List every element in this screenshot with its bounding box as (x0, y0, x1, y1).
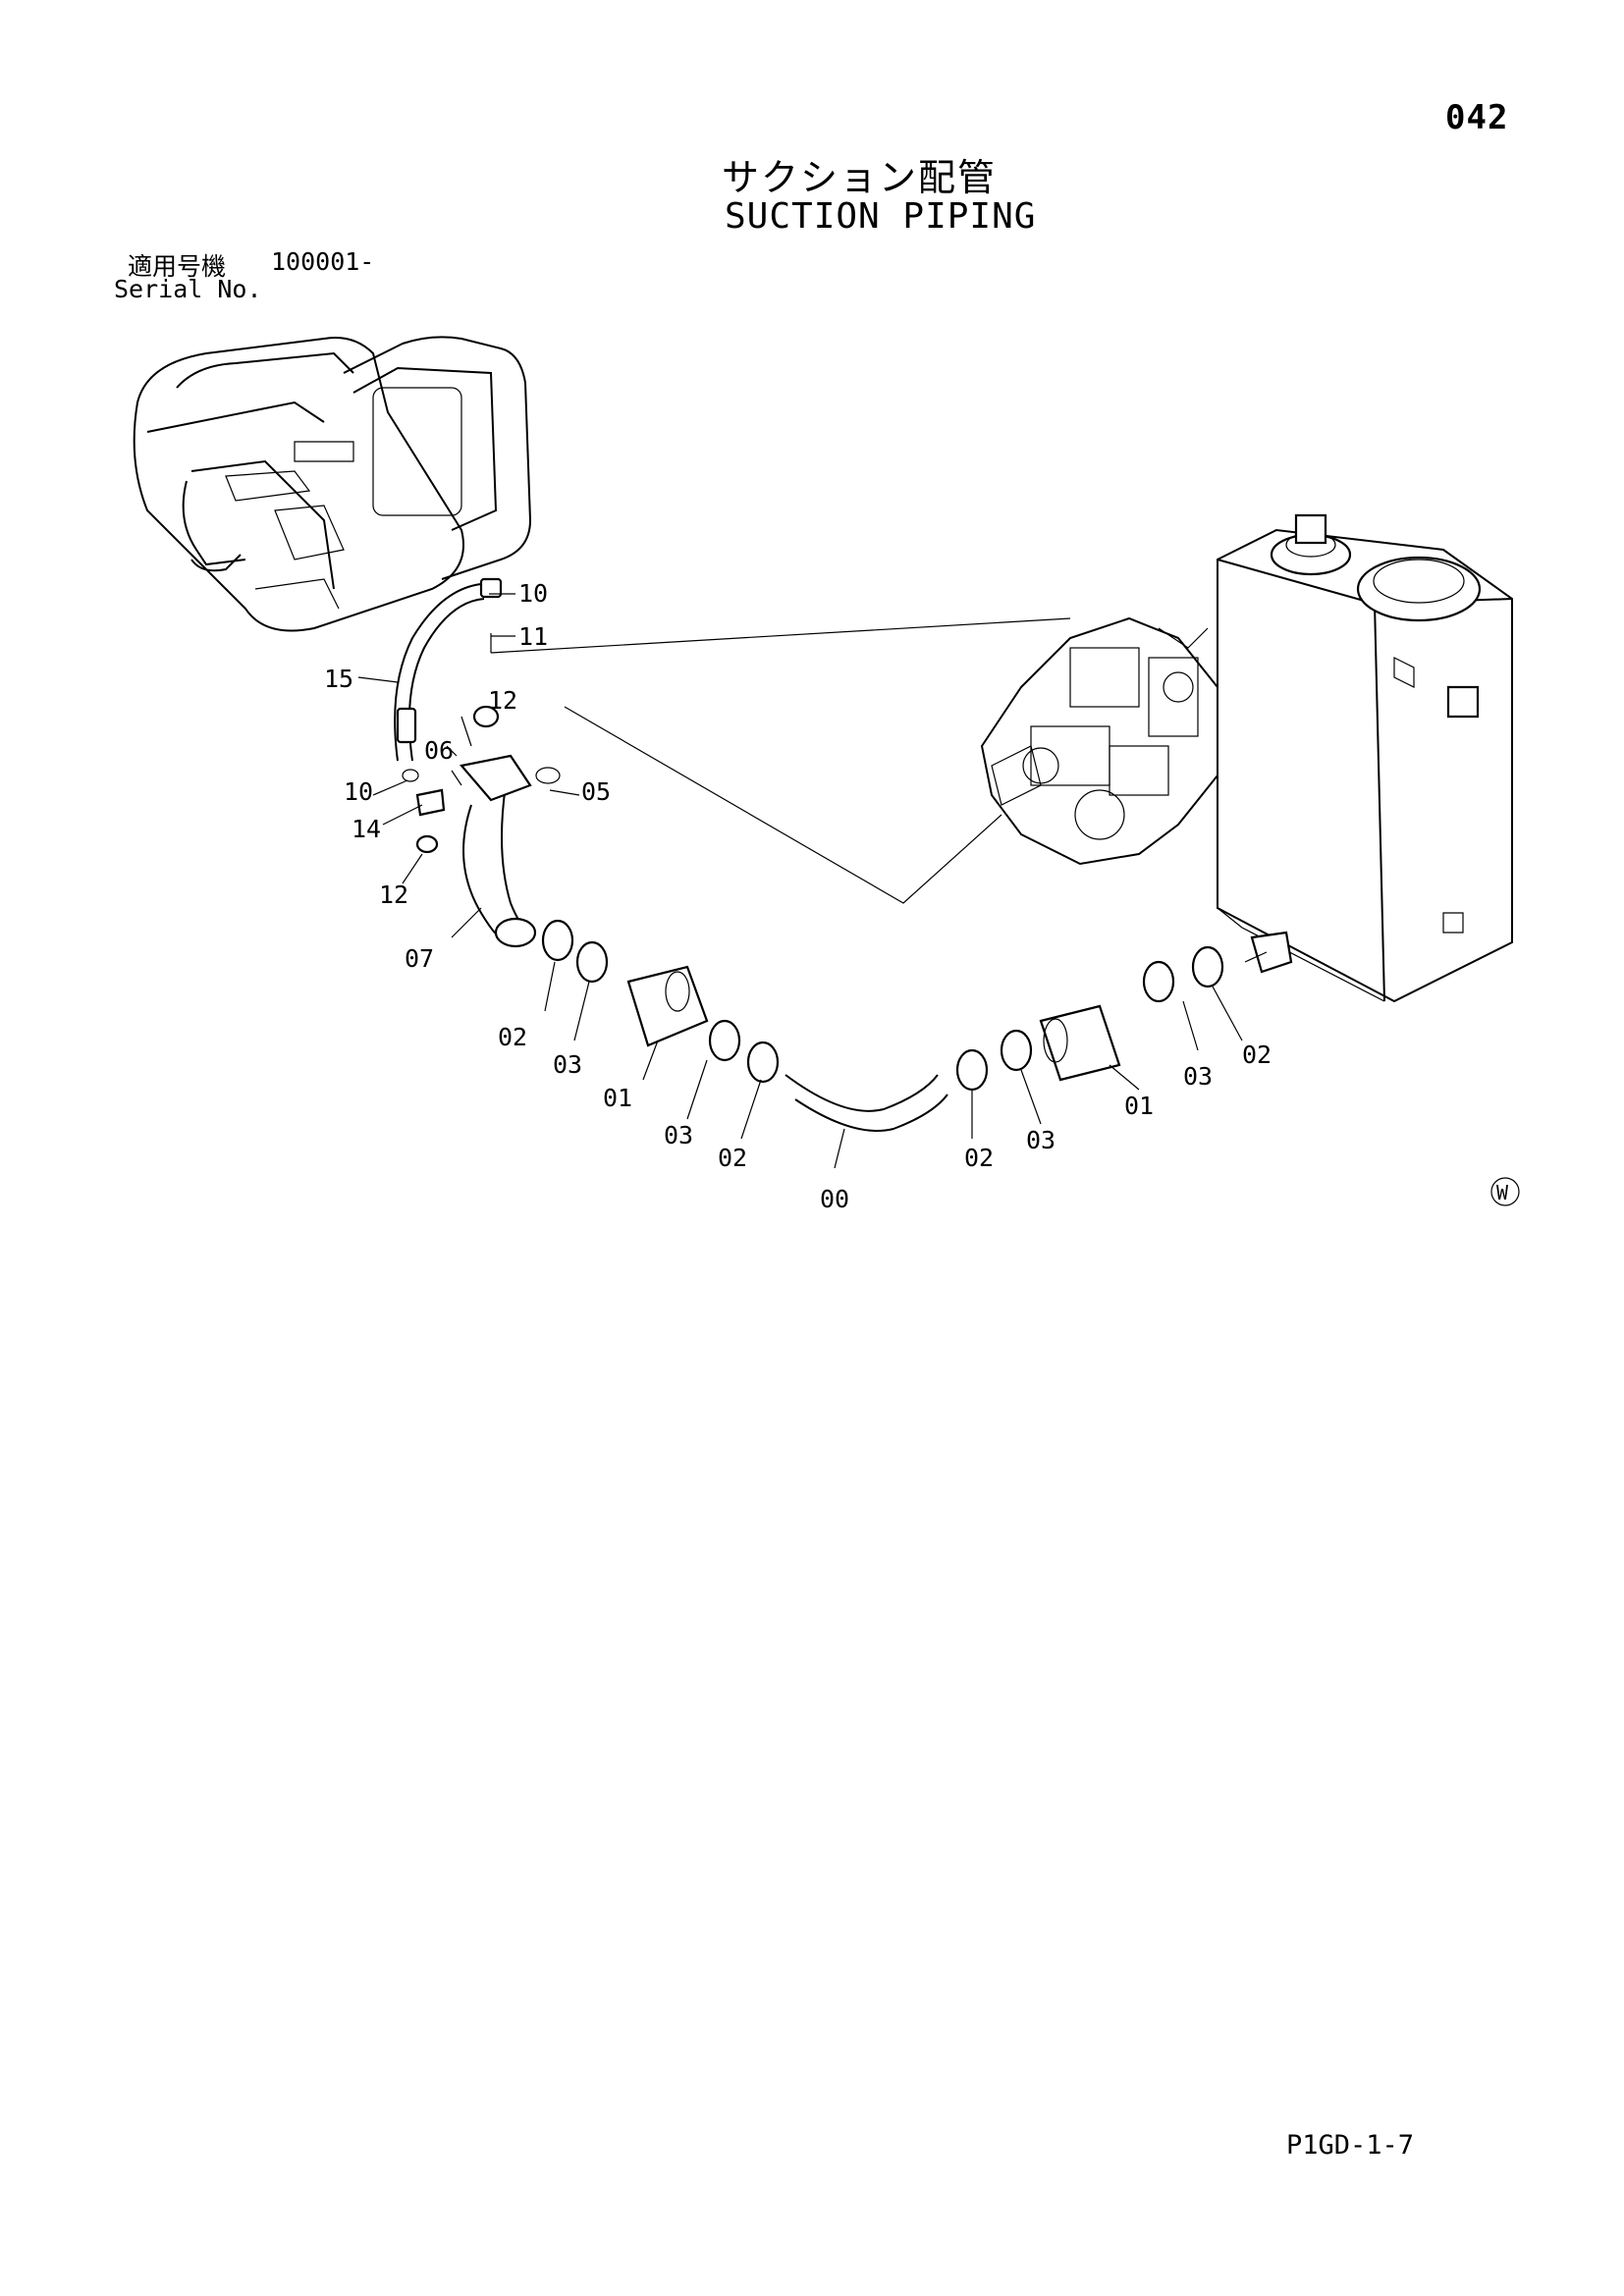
machine-upper-structure-drawing (133, 336, 532, 632)
suction-pipe-07 (402, 705, 561, 948)
hydraulic-pump-drawing (980, 616, 1218, 866)
leader-line (490, 617, 1071, 654)
suction-hose-15 (394, 577, 503, 762)
clamps-and-hoses (541, 919, 1293, 1132)
suction-piping-diagram: 10 11 15 12 06 05 10 14 12 07 02 03 01 0… (133, 336, 1520, 1213)
callout-01: 01 (603, 1084, 632, 1112)
callout-00: 00 (820, 1185, 849, 1213)
page-title-japanese: サクション配管 (722, 156, 998, 199)
leader-line (564, 706, 1002, 904)
callout-07: 07 (405, 944, 434, 973)
w-mark: W (1490, 1177, 1520, 1206)
callout-10: 10 (344, 777, 373, 806)
callout-02: 02 (718, 1144, 747, 1172)
callout-06: 06 (424, 736, 454, 765)
callout-14: 14 (352, 815, 381, 843)
serial-number-value: 100001- (271, 247, 375, 276)
callout-03: 03 (1183, 1062, 1213, 1091)
callout-01: 01 (1124, 1092, 1154, 1120)
serial-label-japanese: 適用号機 (128, 252, 227, 281)
callout-03: 03 (1026, 1126, 1056, 1154)
callout-03: 03 (664, 1121, 693, 1149)
page-title-english: SUCTION PIPING (725, 196, 1037, 237)
callout-02: 02 (498, 1023, 527, 1051)
callout-15: 15 (324, 665, 353, 693)
hydraulic-tank-drawing (1217, 513, 1513, 1003)
callout-10: 10 (518, 579, 548, 608)
serial-label-english: Serial No. (114, 275, 262, 303)
callout-12: 12 (379, 881, 408, 909)
callout-numbers: 10 11 15 12 06 05 10 14 12 07 02 03 01 0… (324, 579, 1272, 1213)
callout-02: 02 (1242, 1041, 1272, 1069)
document-code: P1GD-1-7 (1286, 2130, 1415, 2161)
callout-05: 05 (581, 777, 611, 806)
callout-12: 12 (488, 686, 517, 715)
callout-leaders (357, 593, 1268, 1169)
callout-02: 02 (964, 1144, 994, 1172)
callout-03: 03 (553, 1050, 582, 1079)
callout-11: 11 (518, 622, 548, 651)
page-number: 042 (1445, 98, 1509, 137)
w-mark-letter: W (1496, 1181, 1509, 1204)
